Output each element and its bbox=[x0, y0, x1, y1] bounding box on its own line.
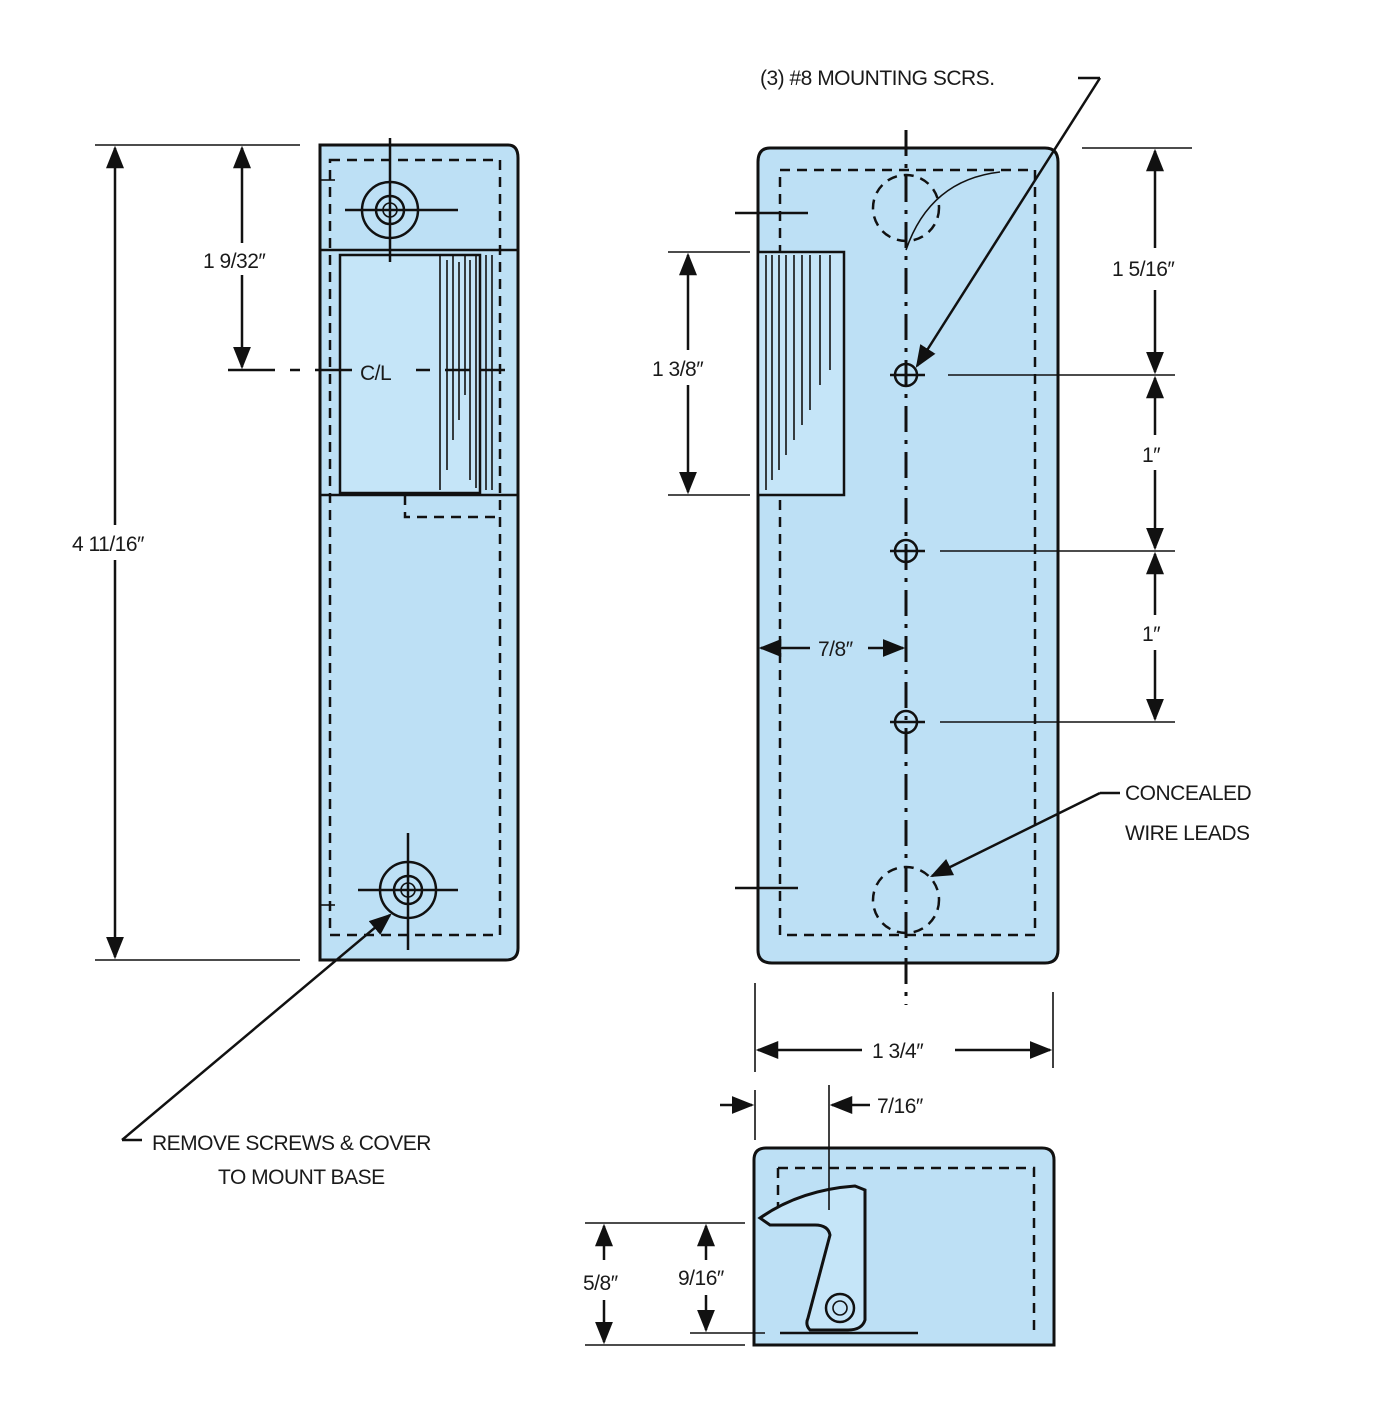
dim-7-8: 7/8″ bbox=[758, 638, 906, 661]
dim-right-stack: 1 5/16″ 1″ 1″ bbox=[940, 147, 1192, 723]
dim-1-3-4: 1 3/4″ bbox=[754, 983, 1054, 1072]
svg-text:1″: 1″ bbox=[1142, 444, 1161, 467]
svg-text:1 3/4″: 1 3/4″ bbox=[872, 1040, 924, 1063]
mounting-hole-2 bbox=[890, 538, 925, 564]
dim-4-11-16: 4 11/16″ bbox=[72, 144, 300, 961]
dim-1-9-32: 1 9/32″ bbox=[203, 145, 267, 370]
bottom-view-body bbox=[752, 1146, 1056, 1347]
svg-text:1 5/16″: 1 5/16″ bbox=[1112, 258, 1175, 281]
dim-1-3-8: 1 3/8″ bbox=[652, 251, 750, 496]
svg-text:7/16″: 7/16″ bbox=[877, 1095, 924, 1118]
svg-text:1 3/8″: 1 3/8″ bbox=[652, 358, 704, 381]
svg-text:4 11/16″: 4 11/16″ bbox=[72, 533, 145, 556]
svg-text:REMOVE SCREWS & COVER: REMOVE SCREWS & COVER bbox=[152, 1132, 431, 1155]
svg-text:CONCEALED: CONCEALED bbox=[1125, 782, 1252, 805]
concealed-wire-callout: CONCEALED WIRE LEADS bbox=[929, 782, 1252, 878]
front-view-window bbox=[338, 253, 482, 495]
front-view: C/L bbox=[228, 138, 520, 962]
svg-text:(3) #8 MOUNTING SCRS.: (3) #8 MOUNTING SCRS. bbox=[760, 67, 995, 90]
dim-9-16: 9/16″ bbox=[678, 1223, 765, 1334]
centerline-label: C/L bbox=[360, 362, 391, 385]
svg-text:1″: 1″ bbox=[1142, 623, 1161, 646]
svg-text:9/16″: 9/16″ bbox=[678, 1267, 725, 1290]
svg-text:WIRE LEADS: WIRE LEADS bbox=[1125, 822, 1250, 845]
remove-screws-callout: REMOVE SCREWS & COVER TO MOUNT BASE bbox=[121, 913, 432, 1189]
bottom-view bbox=[752, 1146, 1056, 1347]
mounting-hole-1 bbox=[890, 362, 925, 388]
svg-text:1 9/32″: 1 9/32″ bbox=[203, 250, 266, 273]
front-top-screw bbox=[345, 138, 458, 262]
front-bottom-screw bbox=[358, 833, 458, 950]
svg-text:TO MOUNT BASE: TO MOUNT BASE bbox=[218, 1166, 385, 1189]
window-hatching bbox=[439, 255, 493, 490]
svg-text:7/8″: 7/8″ bbox=[818, 638, 854, 661]
dim-7-16: 7/16″ bbox=[720, 1085, 924, 1210]
keeper-block bbox=[756, 250, 846, 497]
mounting-screws-callout: (3) #8 MOUNTING SCRS. bbox=[760, 67, 1102, 368]
mounting-hole-3 bbox=[890, 709, 925, 735]
side-view bbox=[735, 130, 1060, 1005]
dim-5-8: 5/8″ bbox=[583, 1222, 745, 1346]
svg-text:5/8″: 5/8″ bbox=[583, 1272, 619, 1295]
